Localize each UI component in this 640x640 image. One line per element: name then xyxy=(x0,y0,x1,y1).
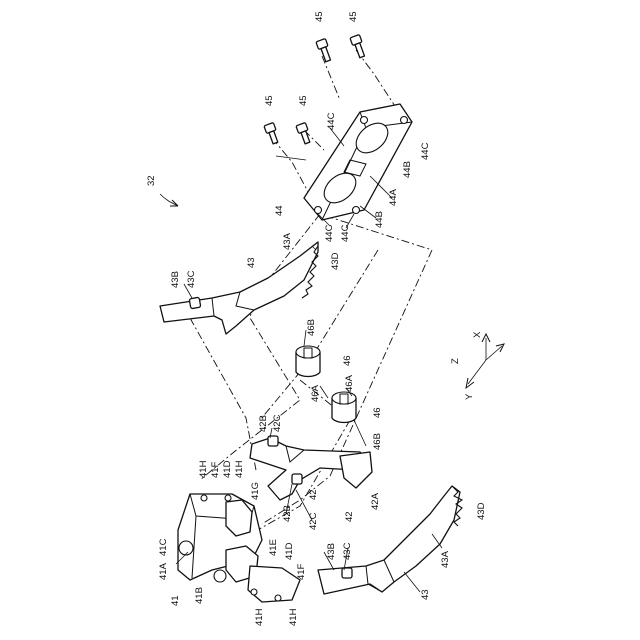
label-45-b: 45 xyxy=(348,11,359,22)
label-41H-bottom-b: 41H xyxy=(288,608,299,626)
label-41H-top-a: 41H xyxy=(198,460,209,478)
label-41F-top: 41F xyxy=(210,461,221,478)
label-41A: 41A xyxy=(158,562,169,580)
label-41C: 41C xyxy=(158,538,169,556)
label-41F-bottom: 41F xyxy=(296,563,307,580)
label-42A: 42A xyxy=(370,492,381,510)
label-43A-upper: 43A xyxy=(282,232,293,250)
axis-label-x: X xyxy=(472,331,483,338)
label-41D-bottom: 41D xyxy=(284,542,295,560)
label-43B-upper: 43B xyxy=(170,271,181,288)
pinion-46-lower xyxy=(332,392,356,423)
label-41E: 41E xyxy=(268,539,279,556)
label-43A-lower: 43A xyxy=(440,550,451,568)
arm-43-upper xyxy=(160,242,318,334)
label-46B-upper: 46B xyxy=(306,319,317,336)
label-42-upper: 42 xyxy=(308,489,319,500)
label-44: 44 xyxy=(274,205,285,216)
label-41H-bottom-a: 41H xyxy=(254,608,265,626)
label-42B-upper: 42B xyxy=(258,415,269,432)
label-44B-b: 44B xyxy=(374,211,385,228)
label-42B-lower: 42B xyxy=(282,505,293,522)
label-41H-top-b: 41H xyxy=(234,460,245,478)
label-44C-a: 44C xyxy=(326,112,337,130)
x-axis-line xyxy=(486,346,502,360)
label-46B-lower: 46B xyxy=(372,433,383,450)
label-32: 32 xyxy=(146,175,157,186)
label-43C-lower: 43C xyxy=(342,542,353,560)
label-44C-c: 44C xyxy=(324,224,335,242)
label-45-c: 45 xyxy=(264,95,275,106)
label-45-d: 45 xyxy=(298,95,309,106)
axis-label-y: Y xyxy=(464,393,475,400)
coordinate-axes xyxy=(466,334,504,388)
assembly-pointer-32 xyxy=(160,194,178,206)
label-42-lower: 42 xyxy=(344,511,355,522)
pinion-46-upper xyxy=(296,346,320,377)
label-41B: 41B xyxy=(194,587,205,604)
label-44A: 44A xyxy=(388,188,399,206)
label-43C-upper: 43C xyxy=(186,270,197,288)
label-43-lower: 43 xyxy=(420,589,431,600)
label-46-lower: 46 xyxy=(372,407,383,418)
axis-label-z: Z xyxy=(450,358,461,364)
label-43D-upper: 43D xyxy=(330,252,341,270)
label-43B-lower: 43B xyxy=(326,543,337,560)
label-41D-top: 41D xyxy=(222,460,233,478)
y-axis-line xyxy=(468,360,486,384)
label-41: 41 xyxy=(170,595,181,606)
arm-43-lower xyxy=(318,486,462,594)
label-42C-lower: 42C xyxy=(308,512,319,530)
label-45-a: 45 xyxy=(314,11,325,22)
label-44B-a: 44B xyxy=(402,161,413,178)
label-43D-lower: 43D xyxy=(476,502,487,520)
label-43-upper: 43 xyxy=(246,257,257,268)
label-44C-b: 44C xyxy=(420,142,431,160)
label-42C-upper: 42C xyxy=(272,414,283,432)
label-41G: 41G xyxy=(250,482,261,500)
label-44C-d: 44C xyxy=(340,224,351,242)
label-46A-upper: 46A xyxy=(344,374,355,392)
label-46-upper: 46 xyxy=(342,355,353,366)
label-46A-lower: 46A xyxy=(310,384,321,402)
